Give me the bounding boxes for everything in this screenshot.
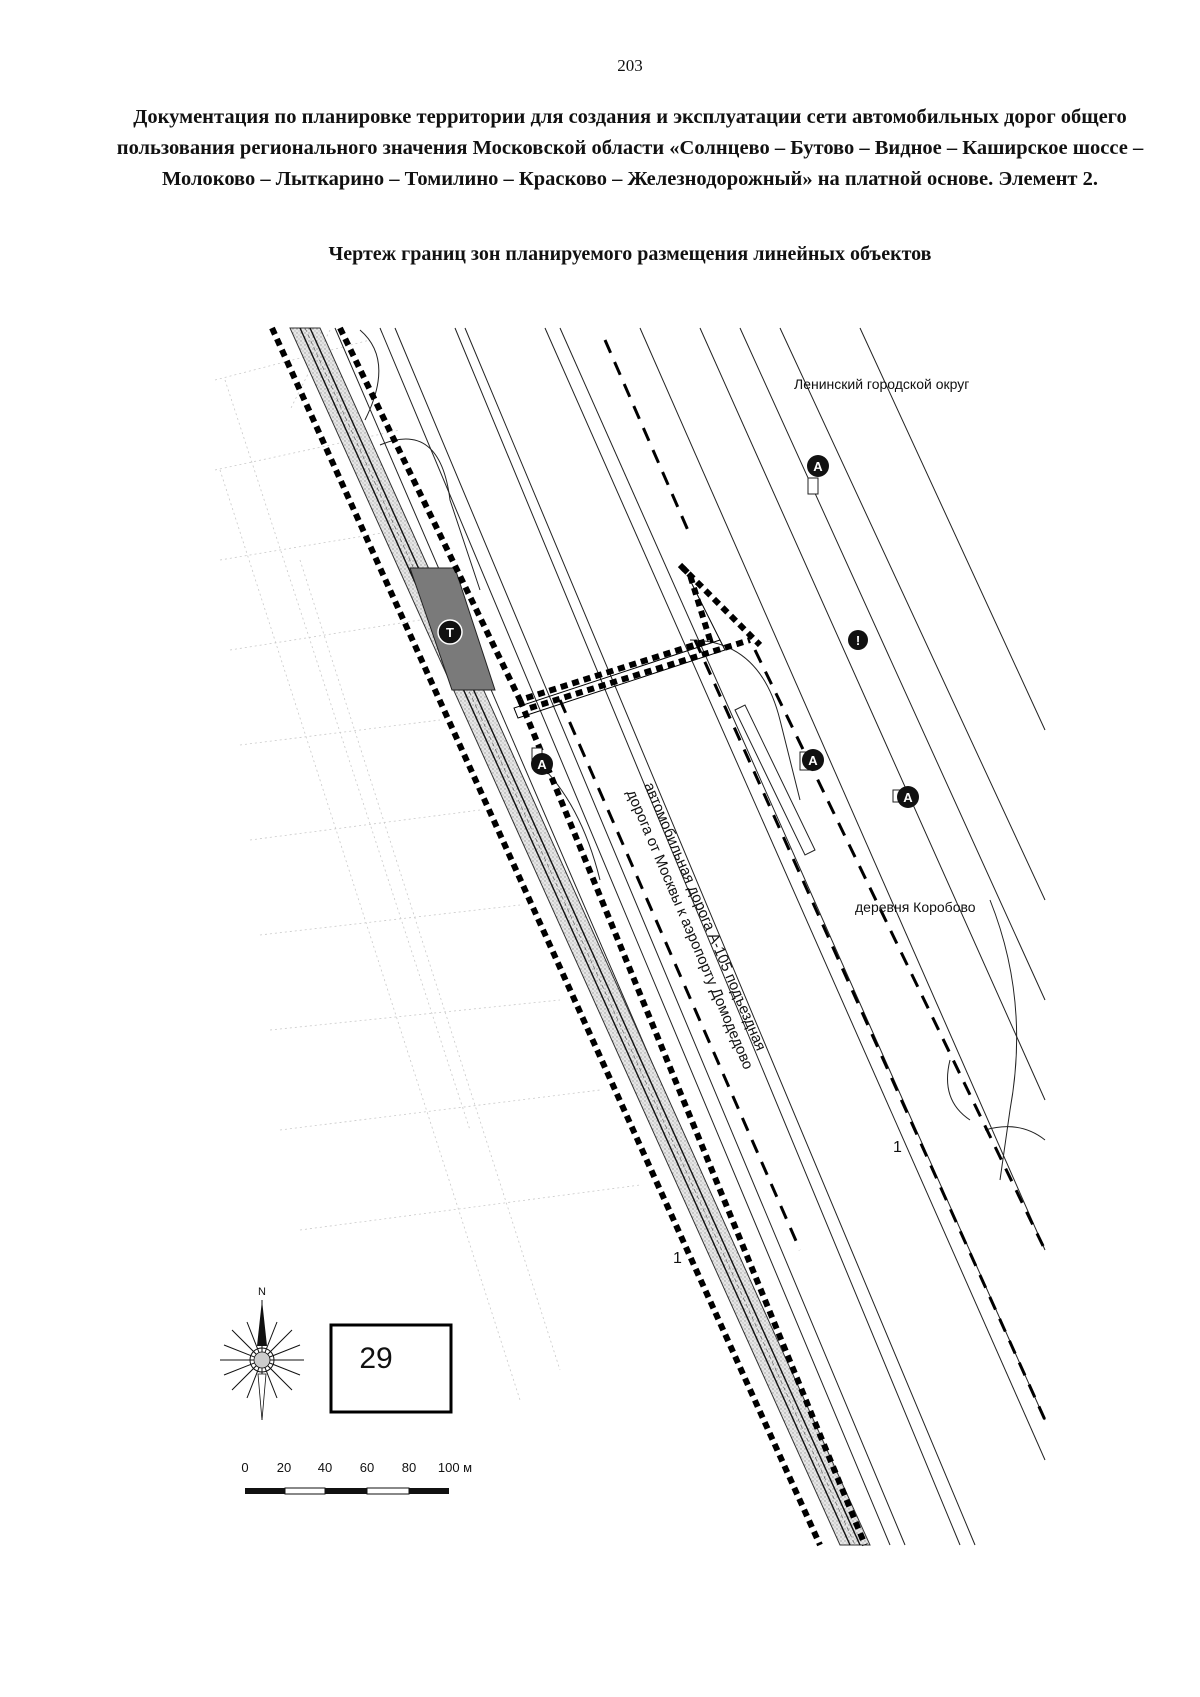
scale-tick-label: 0 [241,1460,248,1475]
scale-tick-label: 80 [402,1460,416,1475]
document-title: Документация по планировке территории дл… [116,106,1144,190]
bus-stop-glyph: А [537,757,547,772]
bus-stop-marker: А [892,786,919,808]
bus-stop-glyph: А [813,459,823,474]
bus-stop-marker: А [531,747,553,775]
village-label: деревня Коробово [855,899,976,915]
bus-stop-marker: А [799,749,824,771]
district-label: Ленинский городской округ [794,376,969,392]
zone-label-right: 1 [893,1139,902,1156]
info-glyph: ! [856,633,860,648]
scale-tick-label: 60 [360,1460,374,1475]
info-marker: ! [848,630,868,650]
zone-label-left: 1 [673,1250,682,1267]
scale-tick-label: 40 [318,1460,332,1475]
zone-boundary-connector [513,579,726,719]
road-label-line1: автомобильная дорога А-105 подъездная [640,780,769,1053]
sheet-number: 29 [359,1342,392,1375]
scale-tick-label: 20 [277,1460,291,1475]
road-boundary [558,339,1047,1421]
drawing-subtitle: Чертеж границ зон планируемого размещени… [328,243,932,265]
cadastral-grid [214,329,641,1401]
compass-rose: N [220,1286,304,1421]
bus-stop-glyph: А [808,753,818,768]
scale-bar: 0 20 40 60 80 100 м [241,1460,472,1495]
north-label: N [258,1286,266,1298]
road-label-line2: дорога от Москвы к аэропорту Домодедово [623,787,757,1072]
bus-stop-glyph: А [903,790,913,805]
ramp-island [734,704,816,856]
sheet-number-box: 29 [329,1323,453,1414]
railway-corridor [289,327,871,1546]
bus-stop-marker: А [807,455,829,495]
railway-stop-glyph: Т [446,625,454,640]
railway-stop-marker: Т [437,619,463,645]
zone-boundary [269,326,868,1547]
scale-tick-label: 100 м [438,1460,472,1475]
page-number: 203 [617,56,643,75]
